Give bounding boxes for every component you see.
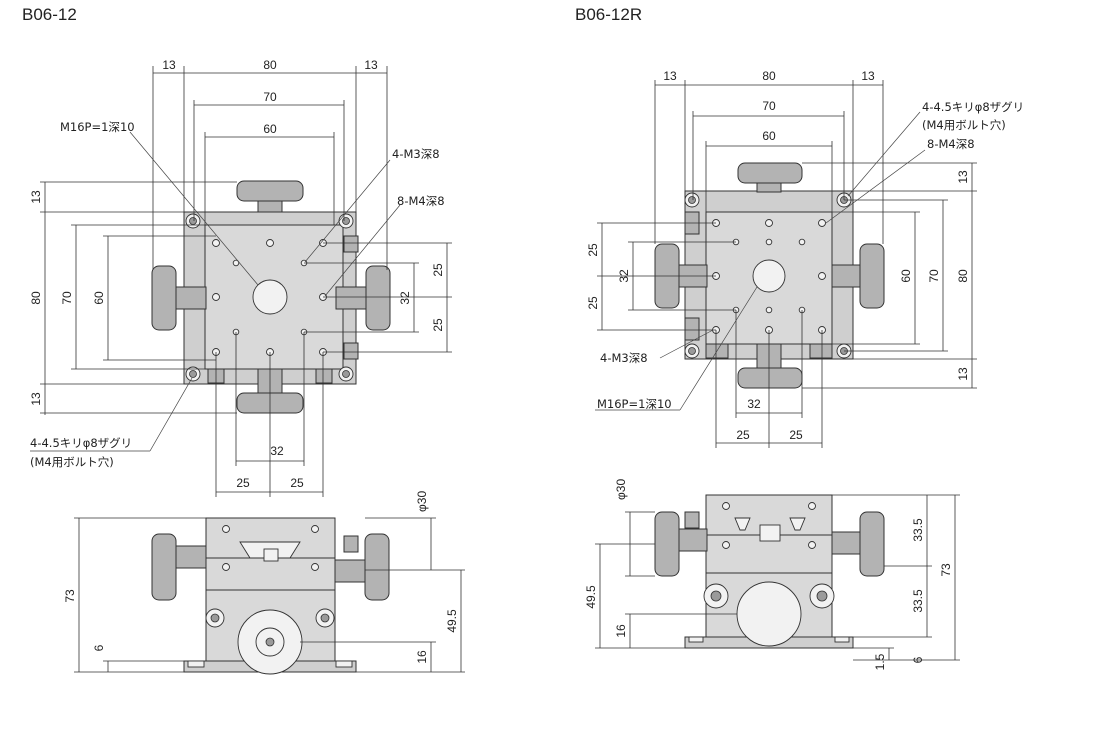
dim-text: 32	[617, 269, 631, 283]
dim-text: 33.5	[911, 518, 925, 542]
dim-text: 6	[92, 644, 106, 651]
left-title: B06-12	[22, 5, 77, 24]
dim-text: 70	[762, 99, 776, 113]
dim-text: 32	[398, 291, 412, 305]
left-side-dim-text: φ30 73 49.5 6 16	[63, 491, 459, 664]
left-notes: M16P=1深10 4-M3深8 8-M4深8 4-4.5キリφ8ザグリ (M4…	[30, 120, 445, 469]
left-knob-right	[335, 265, 391, 331]
dim-text: 25	[586, 243, 600, 257]
right-side-view	[654, 494, 885, 649]
dim-text: 70	[927, 269, 941, 283]
dim-text: 13	[663, 69, 677, 83]
right-knob-right	[831, 243, 885, 309]
note-m16: M16P=1深10	[60, 120, 135, 134]
dim-text: 13	[364, 58, 378, 72]
left-knob-top	[236, 180, 304, 213]
left-side-view	[151, 517, 390, 675]
left-m16-hole	[252, 279, 288, 315]
dim-text: 1.5	[873, 653, 887, 670]
dim-text: 60	[762, 129, 776, 143]
left-bolt-holes	[185, 213, 354, 382]
dim-text: 25	[290, 476, 304, 490]
right-top-dimensions	[595, 80, 977, 448]
note-bolt-holes-sub: (M4用ボルト穴)	[30, 455, 114, 469]
note-bolt-holes-sub: (M4用ボルト穴)	[922, 118, 1006, 132]
dim-text: 33.5	[911, 589, 925, 613]
note-m3: 4-M3深8	[600, 351, 648, 365]
dim-text: 49.5	[584, 585, 598, 609]
dim-text: 25	[431, 318, 445, 332]
dim-text: 80	[29, 291, 43, 305]
dim-text: 80	[956, 269, 970, 283]
right-notes: 4-4.5キリφ8ザグリ (M4用ボルト穴) 8-M4深8 4-M3深8 M16…	[597, 100, 1024, 411]
dim-text: 25	[789, 428, 803, 442]
dim-text: 13	[861, 69, 875, 83]
left-knob-left	[151, 265, 207, 331]
dim-text: 73	[63, 589, 77, 603]
dim-text: 25	[586, 296, 600, 310]
dim-text: 13	[956, 367, 970, 381]
dim-text: 13	[162, 58, 176, 72]
dim-text: 13	[956, 170, 970, 184]
dim-text: 13	[29, 392, 43, 406]
note-bolt-holes: 4-4.5キリφ8ザグリ	[922, 100, 1024, 114]
dim-text: 25	[736, 428, 750, 442]
right-m16-hole	[752, 259, 786, 293]
dim-text: 6	[911, 656, 925, 663]
dim-text: 16	[614, 624, 628, 638]
left-side-dimensions	[74, 517, 465, 673]
dim-text: φ30	[614, 479, 628, 500]
dim-text: 60	[899, 269, 913, 283]
dim-text: 49.5	[445, 609, 459, 633]
dim-text: 80	[263, 58, 277, 72]
note-m4: 8-M4深8	[397, 194, 445, 208]
note-m3: 4-M3深8	[392, 147, 440, 161]
dim-text: 70	[60, 291, 74, 305]
dim-text: 13	[29, 190, 43, 204]
left-top-dimensions	[30, 66, 452, 497]
dim-text: 32	[270, 444, 284, 458]
dim-text: 60	[263, 122, 277, 136]
right-title: B06-12R	[575, 5, 642, 24]
dim-text: 25	[431, 263, 445, 277]
dim-text: 60	[92, 291, 106, 305]
dim-text: 25	[236, 476, 250, 490]
dim-text: 70	[263, 90, 277, 104]
note-bolt-holes: 4-4.5キリφ8ザグリ	[30, 436, 132, 450]
dim-text: 80	[762, 69, 776, 83]
right-knob-top	[737, 162, 803, 193]
note-m4: 8-M4深8	[927, 137, 975, 151]
right-top-view	[654, 162, 885, 389]
dim-text: 32	[747, 397, 761, 411]
right-side-dim-text: φ30 49.5 16 33.5 73 33.5 1.5 6	[584, 479, 953, 671]
dim-text: 16	[415, 650, 429, 664]
dim-text: φ30	[415, 491, 429, 512]
right-side-dimensions	[595, 494, 960, 661]
note-m16: M16P=1深10	[597, 397, 672, 411]
dim-text: 73	[939, 563, 953, 577]
left-top-dim-text: 13 80 13 70 60 13 80 70 60 13 25 32 25 3…	[29, 58, 445, 490]
right-top-dim-text: 13 80 13 70 60 25 32 25 13 60 70 80 13 3…	[586, 69, 970, 442]
